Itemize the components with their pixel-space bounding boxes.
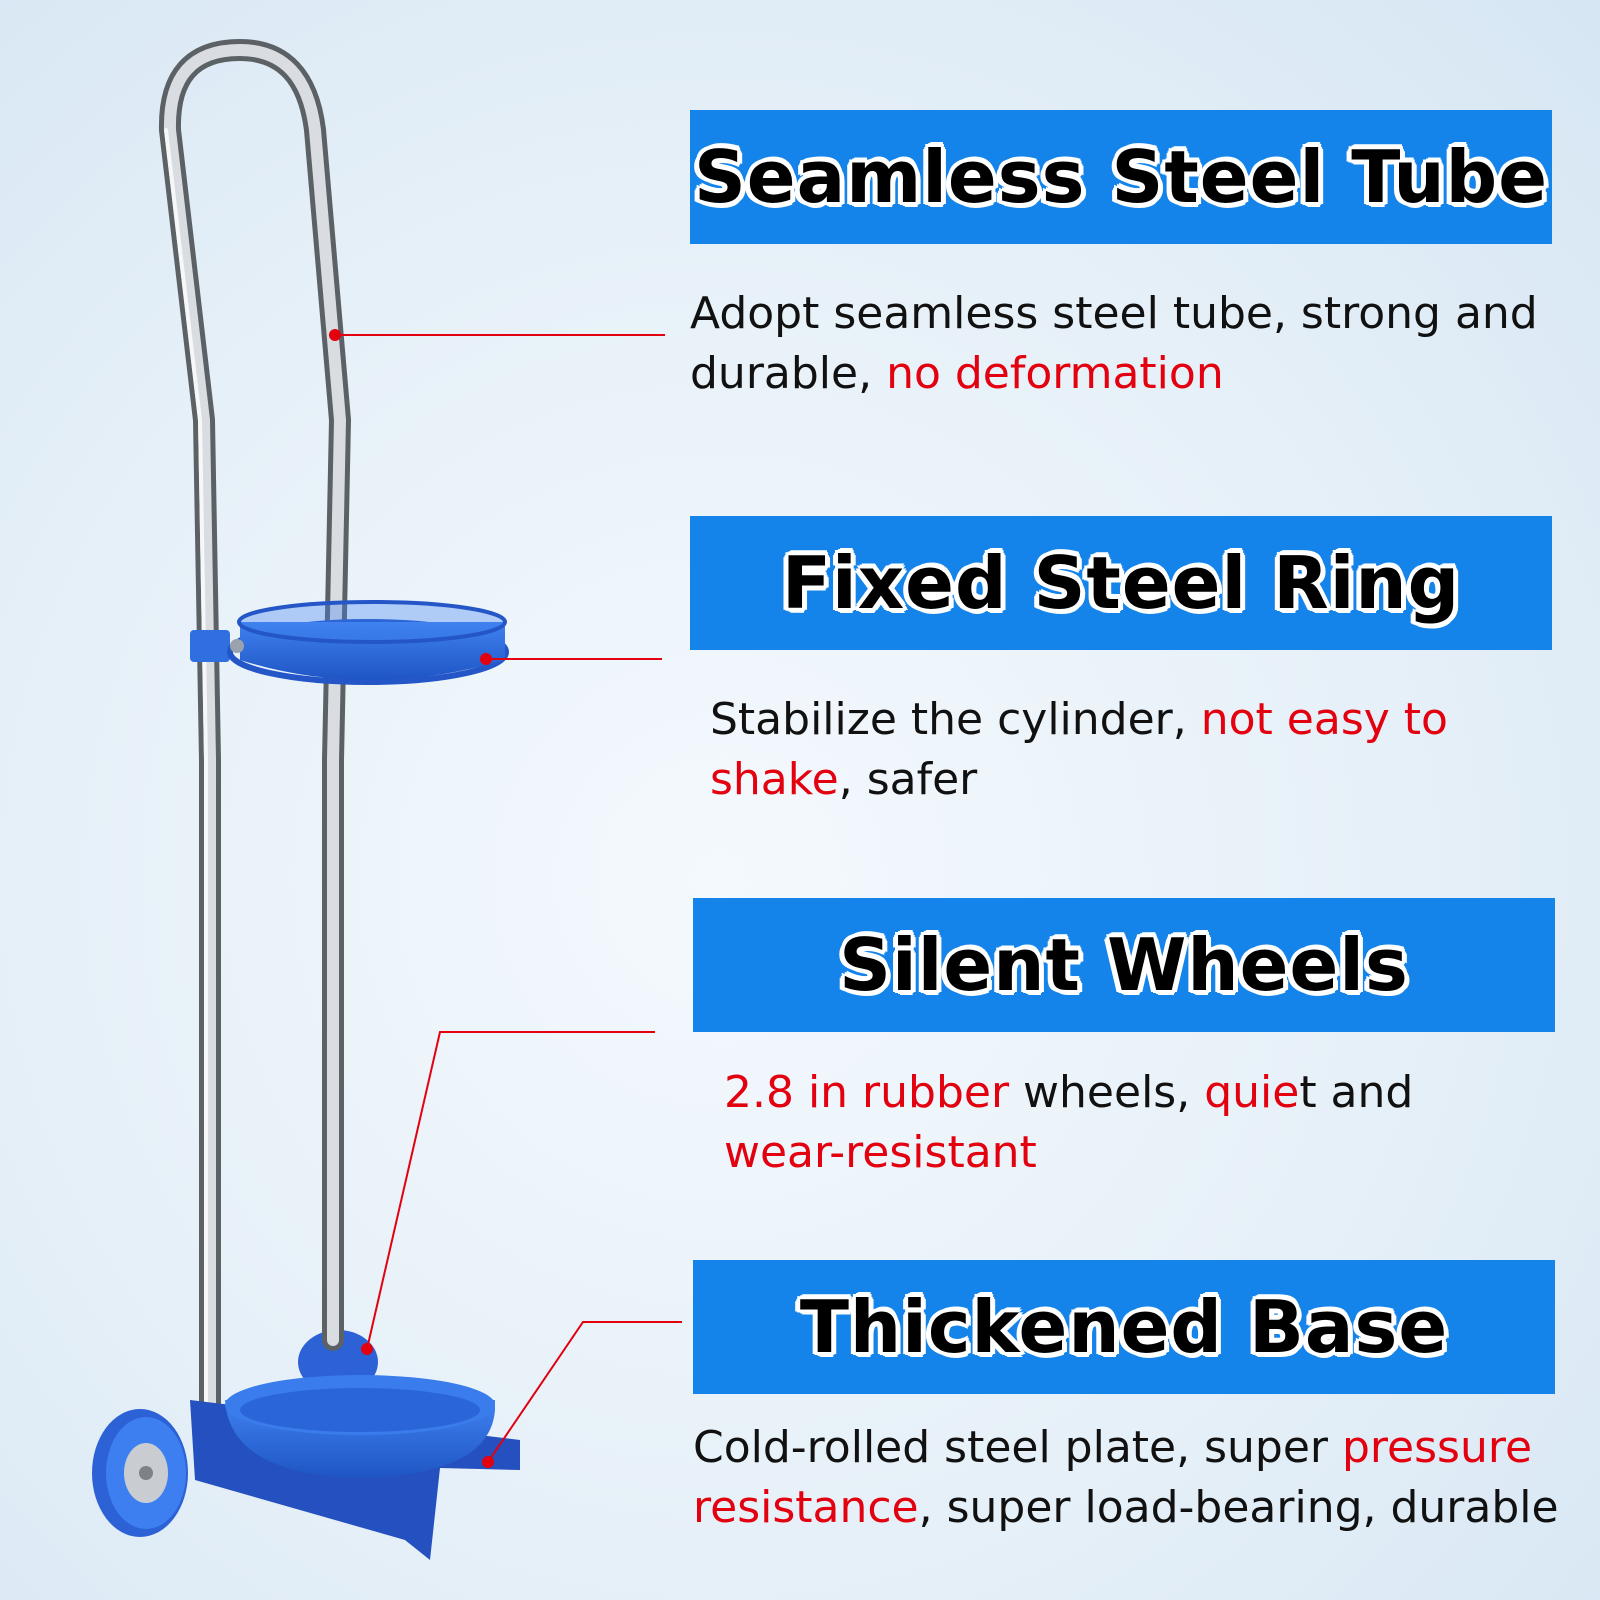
desc-highlight: resistance bbox=[693, 1482, 919, 1533]
steel-tube-handle bbox=[158, 38, 352, 1451]
callout-lines bbox=[335, 334, 682, 1463]
desc-text: t and bbox=[1299, 1067, 1414, 1118]
desc-highlight: quie bbox=[1204, 1067, 1300, 1118]
desc-highlight: shake bbox=[710, 754, 839, 805]
feature-description: 2.8 in rubber wheels, quiet and wear-res… bbox=[724, 1063, 1524, 1183]
feature-title: Thickened Base bbox=[799, 1285, 1449, 1369]
feature-banner-seamless-steel-tube: Seamless Steel Tube bbox=[690, 110, 1552, 244]
desc-highlight: not easy to bbox=[1200, 694, 1448, 745]
desc-highlight: wear-resistant bbox=[724, 1127, 1037, 1178]
feature-banner-fixed-steel-ring: Fixed Steel Ring bbox=[690, 516, 1552, 650]
feature-banner-silent-wheels: Silent Wheels bbox=[693, 898, 1555, 1032]
feature-description: Stabilize the cylinder, not easy to shak… bbox=[710, 690, 1510, 810]
feature-description: Cold-rolled steel plate, super pressure … bbox=[693, 1418, 1593, 1538]
callout-dots bbox=[329, 329, 494, 1468]
thickened-base bbox=[190, 1375, 520, 1560]
feature-description: Adopt seamless steel tube, strong and du… bbox=[690, 284, 1570, 404]
desc-text: Stabilize the cylinder, bbox=[710, 694, 1201, 745]
desc-highlight: 2.8 in rubber bbox=[724, 1067, 1010, 1118]
desc-text: , safer bbox=[838, 754, 978, 805]
feature-title: Seamless Steel Tube bbox=[693, 135, 1549, 219]
desc-highlight: pressure bbox=[1341, 1422, 1533, 1473]
desc-text: Cold-rolled steel plate, super bbox=[693, 1422, 1342, 1473]
front-wheel bbox=[92, 1409, 188, 1537]
steel-ring bbox=[190, 600, 509, 685]
feature-banner-thickened-base: Thickened Base bbox=[693, 1260, 1555, 1394]
desc-text: , super load-bearing, durable bbox=[918, 1482, 1559, 1533]
desc-highlight: no deformation bbox=[886, 348, 1224, 399]
desc-text: durable, bbox=[690, 348, 887, 399]
desc-text: Adopt seamless steel tube, strong and bbox=[690, 288, 1538, 339]
feature-title: Silent Wheels bbox=[839, 923, 1409, 1007]
feature-title: Fixed Steel Ring bbox=[781, 541, 1461, 625]
desc-text: wheels, bbox=[1009, 1067, 1205, 1118]
